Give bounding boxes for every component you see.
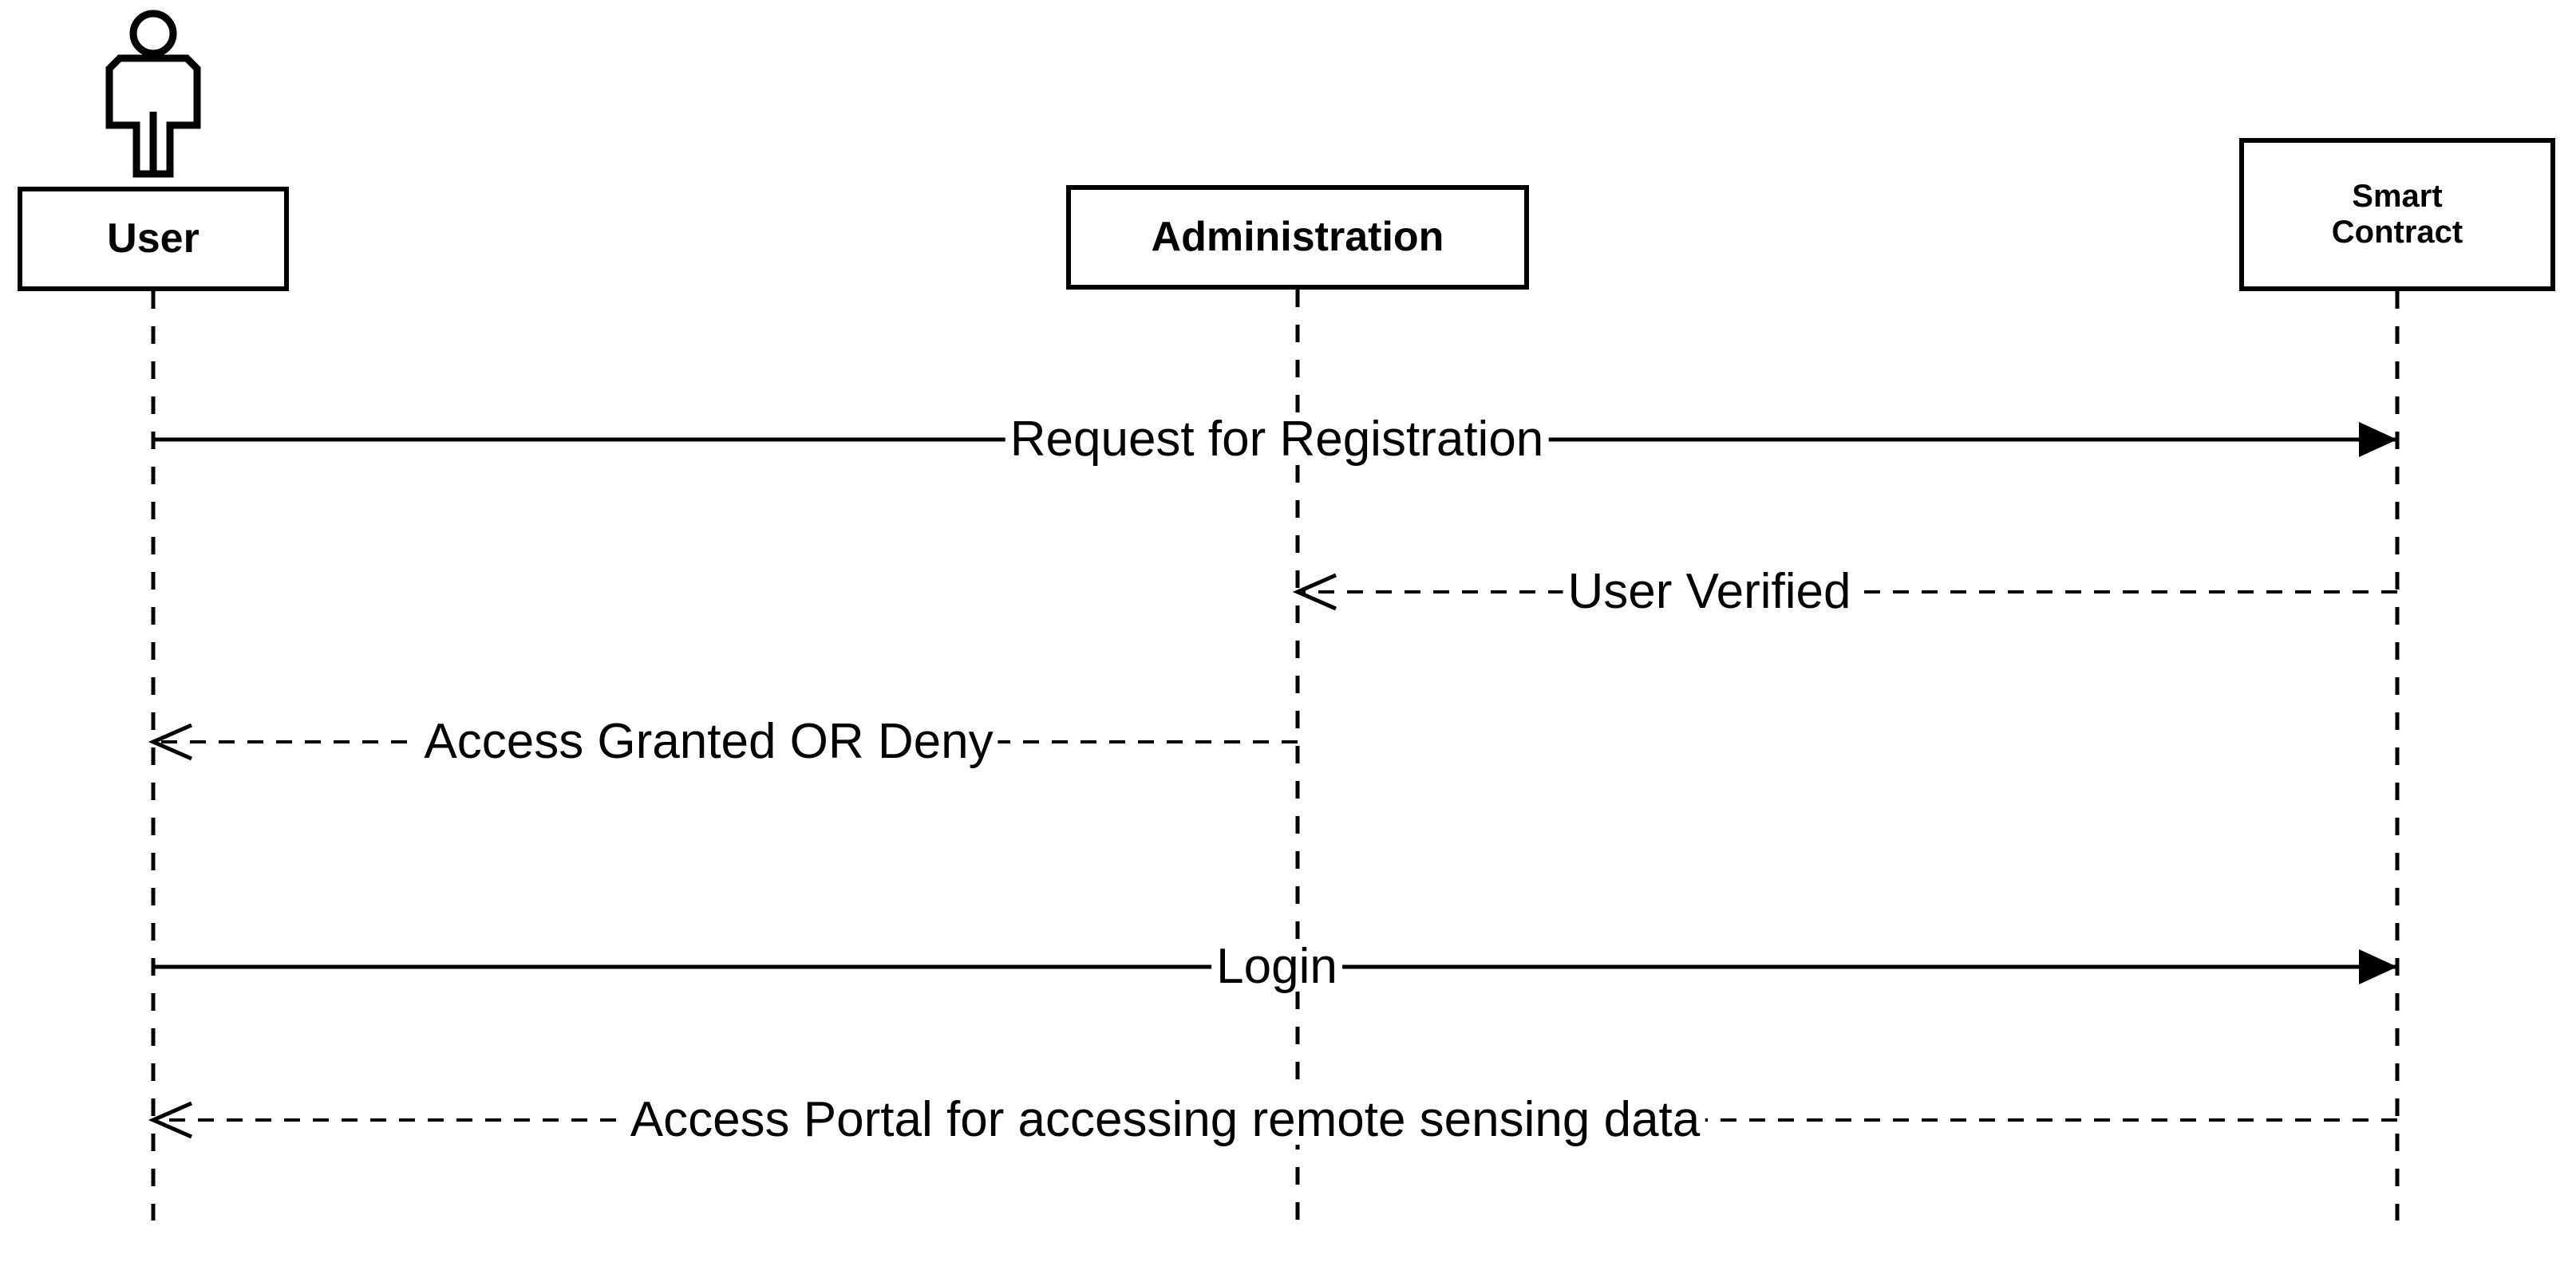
arrowhead-open-access-granted-or-deny — [148, 723, 193, 761]
message-label-access-portal: Access Portal for accessing remote sensi… — [625, 1095, 1705, 1145]
arrowhead-filled-request-for-registration — [2359, 422, 2397, 457]
participant-label-administration: Administration — [1151, 214, 1444, 261]
message-label-access-granted-or-deny: Access Granted OR Deny — [419, 717, 998, 767]
message-label-login: Login — [1211, 942, 1342, 992]
participant-box-administration[interactable]: Administration — [1066, 185, 1529, 290]
participant-box-user[interactable]: User — [18, 187, 289, 291]
participant-box-smart-contract[interactable]: Smart Contract — [2239, 138, 2555, 291]
actor-stick-figure-icon — [105, 10, 201, 178]
participant-label-smart-contract: Smart Contract — [2331, 179, 2463, 250]
message-label-request-for-registration: Request for Registration — [1005, 415, 1549, 464]
participant-label-user: User — [107, 215, 200, 262]
message-label-user-verified: User Verified — [1563, 567, 1856, 617]
arrowhead-open-access-portal — [148, 1101, 193, 1139]
message-lines-group — [148, 422, 2397, 1139]
arrowhead-open-user-verified — [1292, 573, 1337, 611]
arrowhead-filled-login — [2359, 949, 2397, 984]
